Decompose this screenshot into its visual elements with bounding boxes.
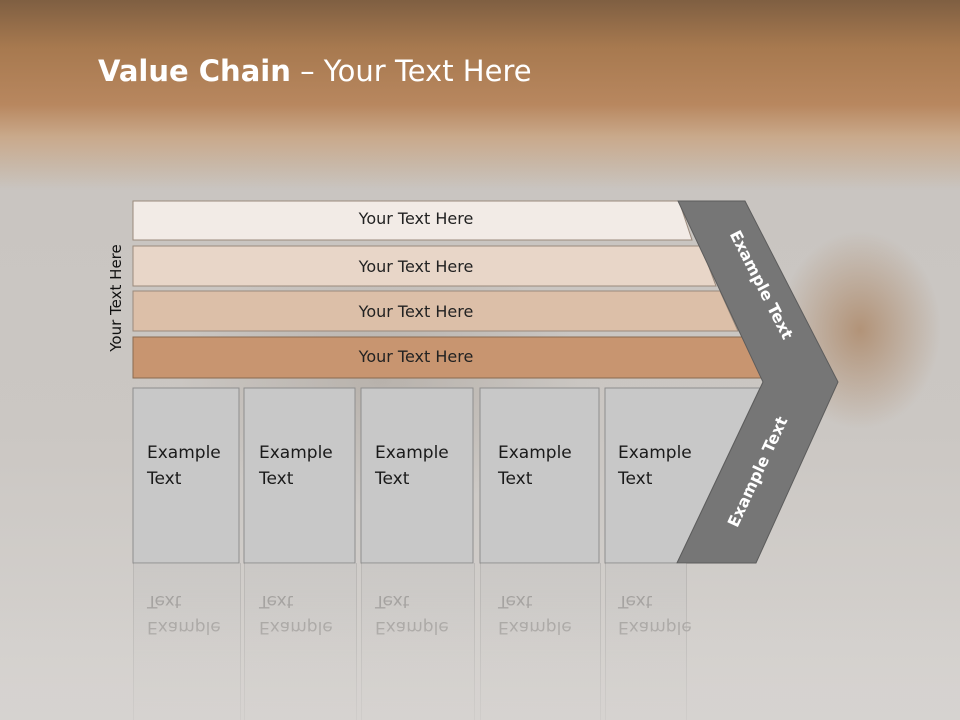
band-1-label: Your Text Here <box>358 209 474 228</box>
cell-2-shape[interactable] <box>243 387 356 564</box>
band-4-label: Your Text Here <box>358 347 474 366</box>
cell-1-line2: Text <box>147 469 182 489</box>
band-2-label: Your Text Here <box>358 257 474 276</box>
cell-5-label: Example Text <box>618 440 692 492</box>
cell-5-line2: Text <box>618 469 653 489</box>
cell-3-shape[interactable] <box>360 387 474 564</box>
chevron-arrow[interactable] <box>676 200 839 564</box>
band-3-shape[interactable] <box>132 290 739 332</box>
cell-3-line1: Example <box>375 443 449 463</box>
cell-4-label: Example Text <box>498 440 572 492</box>
reflection-fade <box>0 600 960 720</box>
header-band <box>0 0 960 190</box>
title-bold: Value Chain <box>98 54 291 88</box>
cell-4-line1: Example <box>498 443 572 463</box>
cell-5-line1: Example <box>618 443 692 463</box>
cell-1-label: Example Text <box>147 440 221 492</box>
cell-4-shape[interactable] <box>479 387 600 564</box>
cell-4-line2: Text <box>498 469 533 489</box>
cell-2-line2: Text <box>259 469 294 489</box>
cell-1-shape[interactable] <box>132 387 240 564</box>
cell-2-label: Example Text <box>259 440 333 492</box>
band-1-shape[interactable] <box>132 200 693 241</box>
cell-1-line1: Example <box>147 443 221 463</box>
band-2-shape[interactable] <box>132 245 717 287</box>
cell-2-line1: Example <box>259 443 333 463</box>
slide-title[interactable]: Value Chain – Your Text Here <box>98 54 532 88</box>
title-rest: – Your Text Here <box>290 54 532 88</box>
cell-3-line2: Text <box>375 469 410 489</box>
band-3-label: Your Text Here <box>358 302 474 321</box>
cell-3-label: Example Text <box>375 440 449 492</box>
